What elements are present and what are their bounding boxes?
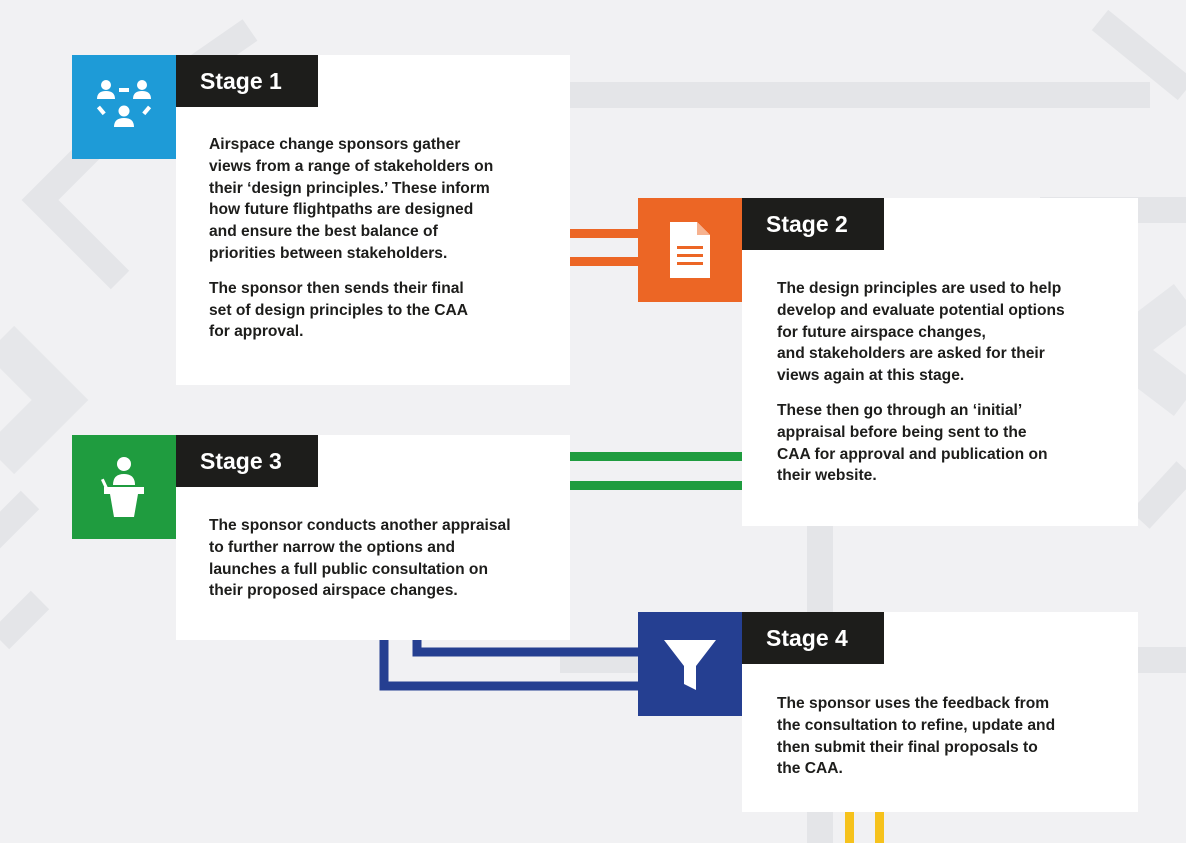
stage-2-card: [742, 198, 1138, 526]
stage-3-title: Stage 3: [176, 435, 318, 487]
stage-1-paragraph-2: The sponsor then sends their final set o…: [209, 279, 469, 341]
stage-1-icon-box: [72, 55, 176, 159]
funnel-icon: [664, 640, 716, 690]
stage-4-description: The sponsor uses the feedback from the c…: [777, 693, 1132, 793]
connector-stage4-next-left: [845, 812, 854, 843]
connector-stage3-stage2-top: [570, 452, 745, 461]
stage-2-paragraph-2: These then go through an ‘initial’ appra…: [777, 401, 1048, 485]
stage-2-title: Stage 2: [742, 198, 884, 250]
stage-2-paragraph-1: The design principles are used to help d…: [777, 280, 1065, 385]
connector-stage1-stage2-bottom: [570, 257, 640, 266]
stage-4-paragraph-1: The sponsor uses the feedback from the c…: [777, 695, 1056, 778]
connector-stage4-next-right: [875, 812, 884, 843]
connector-stage3-stage4-inner: [412, 640, 640, 657]
stage-2-description: The design principles are used to help d…: [777, 278, 1132, 500]
people-group-icon: [96, 80, 152, 127]
connector-stage3-stage2-bottom: [570, 481, 745, 490]
stage-1-description: Airspace change sponsors gather views fr…: [209, 134, 559, 356]
stage-1-paragraph-1: Airspace change sponsors gather views fr…: [209, 136, 494, 262]
stage-3-description: The sponsor conducts another appraisal t…: [209, 515, 564, 615]
stage-1-title: Stage 1: [176, 55, 318, 107]
connector-stage3-stage4-outer: [379, 640, 640, 691]
stage-3-icon-box: [72, 435, 176, 539]
connector-stage1-stage2-top: [570, 229, 640, 238]
stage-1-card: [176, 55, 570, 385]
speaker-podium-icon: [100, 457, 144, 517]
stage-4-icon-box: [638, 612, 742, 716]
document-icon: [670, 222, 710, 278]
stage-4-title: Stage 4: [742, 612, 884, 664]
stage-2-icon-box: [638, 198, 742, 302]
stage-3-paragraph-1: The sponsor conducts another appraisal t…: [209, 517, 511, 600]
